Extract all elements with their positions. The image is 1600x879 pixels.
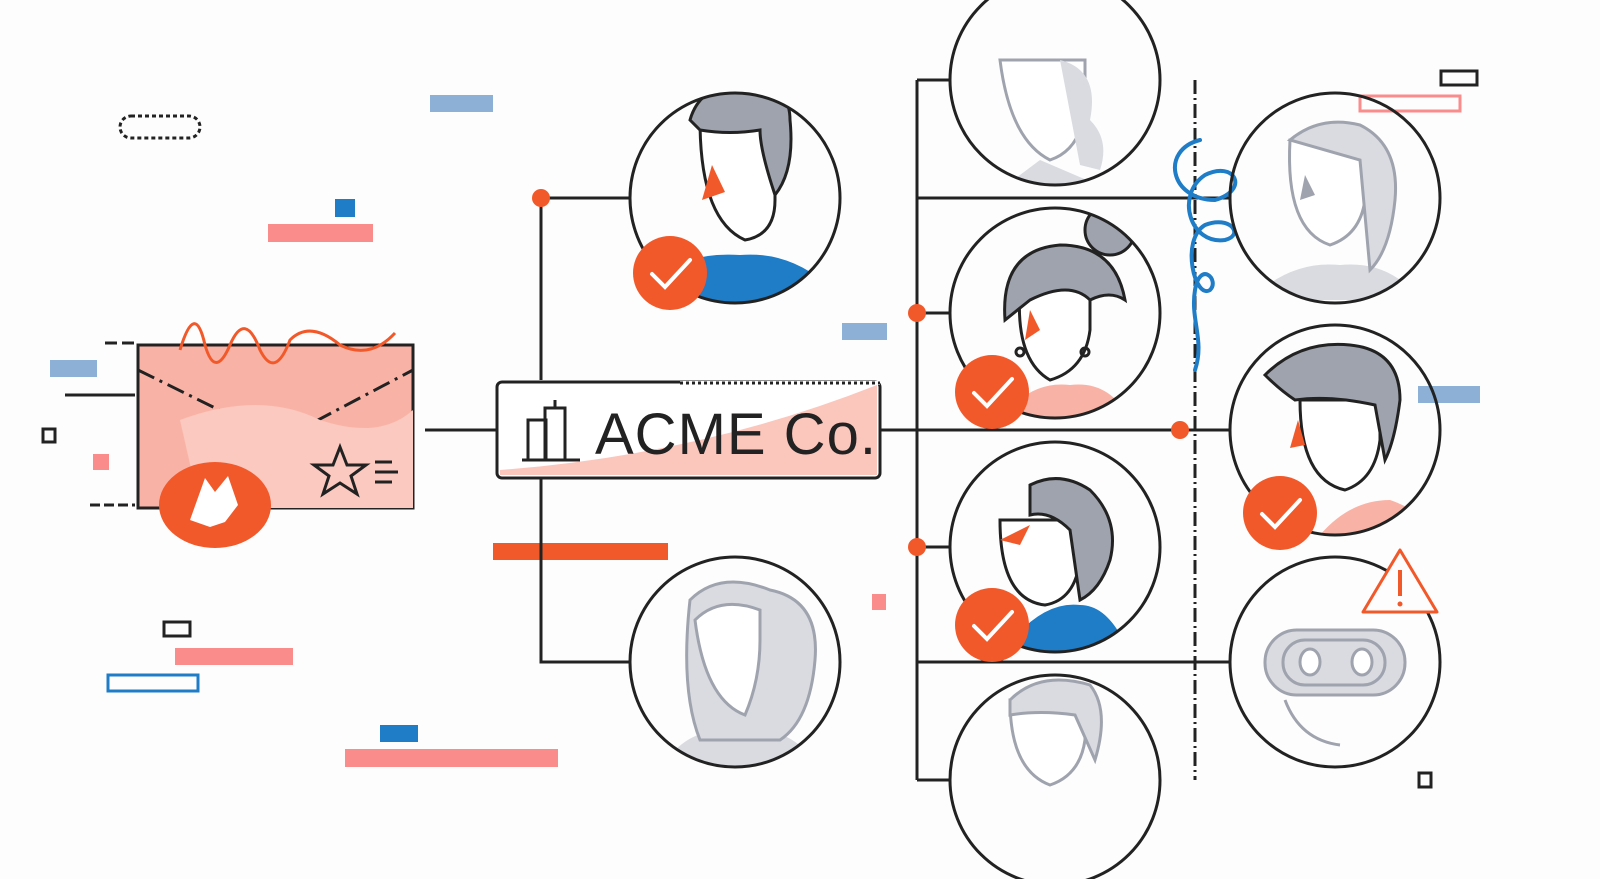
deco-bar	[1418, 386, 1480, 403]
envelope-card	[65, 322, 415, 548]
building-icon	[522, 400, 580, 462]
deco-outline	[1439, 69, 1479, 87]
deco-bar	[493, 543, 668, 560]
star-icon	[309, 442, 398, 498]
warning-icon	[1361, 548, 1439, 614]
deco-square-outline	[41, 427, 57, 444]
check-badge-icon	[633, 236, 707, 310]
deco-outline	[162, 620, 192, 638]
person-avatar-right-mid	[1228, 323, 1442, 550]
robot-avatar	[1228, 548, 1442, 769]
person-avatar-woman	[948, 206, 1162, 429]
check-badge-icon	[1243, 476, 1317, 550]
fox-badge-icon	[159, 462, 271, 548]
deco-square-outline	[1417, 771, 1433, 789]
deco-bar	[842, 323, 887, 340]
person-avatar-right-top	[1228, 91, 1442, 305]
person-avatar-mid-top	[948, 0, 1162, 187]
decorative-bars	[41, 69, 1480, 789]
squiggle-decoration	[1172, 138, 1238, 372]
deco-square	[872, 594, 886, 610]
deco-bar	[345, 749, 558, 767]
connector-dots	[532, 189, 1189, 556]
pill-outline	[118, 114, 202, 140]
check-badge-icon	[955, 588, 1029, 662]
deco-bar	[430, 95, 493, 112]
person-avatar-mid-lower	[948, 440, 1162, 662]
check-badge-icon	[955, 355, 1029, 429]
person-avatar-mid-bottom	[948, 673, 1162, 879]
deco-square	[335, 199, 355, 217]
deco-square	[93, 454, 109, 470]
deco-bar	[380, 725, 418, 742]
person-avatar-bottom-left	[628, 555, 842, 769]
deco-bar	[175, 648, 293, 665]
deco-bar	[268, 224, 373, 242]
deco-outline-blue	[106, 673, 200, 693]
person-avatar-top-left	[628, 91, 842, 310]
company-name: ACME Co.	[595, 402, 877, 467]
deco-bar	[50, 360, 97, 377]
company-box	[495, 380, 882, 480]
deco-outline-pink	[1358, 94, 1462, 113]
